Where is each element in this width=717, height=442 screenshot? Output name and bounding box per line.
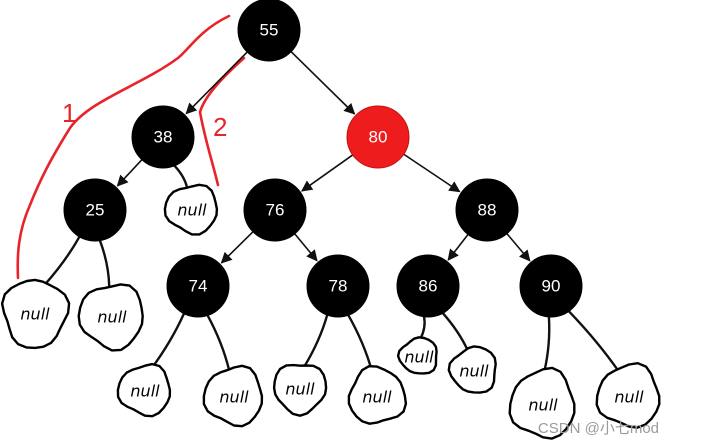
node-86: 86 (396, 254, 460, 318)
null-leaf: null (77, 283, 144, 352)
null-leaf: null (116, 362, 172, 418)
edge-n55-n38 (185, 51, 248, 115)
node-label: 74 (189, 277, 208, 296)
path-2-label: 2 (213, 112, 227, 142)
node-80: 80 (346, 105, 410, 169)
null-label: null (459, 362, 489, 381)
edge-n74-null_74l (150, 312, 186, 371)
node-76: 76 (243, 178, 307, 242)
null-label: null (177, 201, 207, 220)
node-label: 78 (329, 277, 348, 296)
null-leaf-layer: null null null null null null null null null null… (0, 183, 661, 440)
node-label: 38 (154, 128, 173, 147)
null-label: null (528, 396, 558, 415)
edge-n76-n74 (220, 231, 254, 264)
null-label: null (404, 348, 434, 367)
path-1-label: 1 (62, 98, 76, 128)
null-label: null (20, 305, 50, 324)
node-74: 74 (166, 254, 230, 318)
null-leaf: null (508, 366, 576, 440)
node-label: 25 (86, 201, 105, 220)
null-label: null (130, 382, 160, 401)
node-88: 88 (455, 178, 519, 242)
watermark: CSDN @小七mod (537, 420, 659, 437)
null-label: null (362, 388, 392, 407)
node-layer: 55 38 80 25 76 88 74 78 86 90 (63, 0, 583, 318)
edge-n76-n78 (294, 233, 318, 262)
null-leaf: null (347, 365, 408, 425)
null-label: null (614, 388, 644, 407)
edge-n25-null_25r (98, 239, 111, 288)
edge-n38-null_38r (173, 164, 189, 190)
null-leaf: null (396, 336, 438, 375)
null-label: null (285, 380, 315, 399)
null-leaf: null (272, 363, 328, 417)
edge-n55-n80 (290, 51, 356, 115)
edge-n25-null_25l (43, 235, 81, 287)
node-label: 80 (369, 128, 388, 147)
null-label: null (219, 388, 249, 407)
node-90: 90 (519, 254, 583, 318)
edge-n38-n25 (116, 159, 143, 187)
edge-n78-null_78l (303, 313, 329, 367)
node-label: 90 (542, 277, 561, 296)
null-leaf: null (202, 364, 264, 428)
edge-n90-null_90l (543, 315, 551, 373)
edge-n86-null_86l (419, 315, 426, 341)
node-55: 55 (237, 0, 301, 62)
edge-n88-n90 (506, 233, 531, 262)
edge-n90-null_90r (567, 310, 621, 374)
path-2-annotation (198, 56, 246, 187)
node-25: 25 (63, 178, 127, 242)
node-label: 76 (266, 201, 285, 220)
node-label: 88 (478, 201, 497, 220)
edge-n80-n88 (403, 153, 461, 193)
edge-n74-null_74r (206, 314, 231, 372)
path-1-annotation (16, 14, 231, 280)
null-label: null (97, 308, 127, 327)
null-leaf: null (595, 362, 661, 429)
null-leaf: null (0, 278, 71, 350)
annotation-layer (16, 14, 246, 280)
node-label: 55 (260, 21, 279, 40)
node-label: 86 (419, 277, 438, 296)
node-38: 38 (131, 105, 195, 169)
null-leaf: null (163, 183, 219, 236)
node-78: 78 (306, 254, 370, 318)
null-leaf: null (447, 345, 497, 394)
edge-n80-n76 (301, 154, 354, 192)
edge-n86-null_86r (441, 311, 470, 353)
edge-n88-n86 (447, 233, 469, 261)
edge-n78-null_78r (347, 314, 374, 373)
